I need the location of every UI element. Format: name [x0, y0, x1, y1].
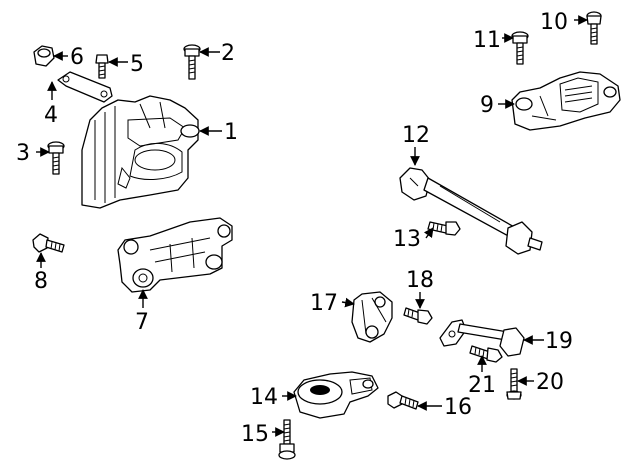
- callout-16[interactable]: 16: [444, 395, 472, 420]
- callout-21[interactable]: 21: [468, 373, 496, 398]
- part-9-transmission-mount[interactable]: [511, 71, 621, 131]
- part-12-torque-rod[interactable]: [399, 167, 543, 255]
- part-19-link-rod[interactable]: [439, 319, 525, 357]
- part-3-bolt[interactable]: [47, 141, 65, 175]
- part-6-nut[interactable]: [33, 45, 55, 67]
- callout-1[interactable]: 1: [224, 120, 238, 145]
- callout-9[interactable]: 9: [480, 93, 494, 118]
- callout-18[interactable]: 18: [406, 268, 434, 293]
- part-18-bolt[interactable]: [403, 307, 433, 325]
- part-10-bolt[interactable]: [586, 11, 602, 45]
- arrow-13: [423, 227, 434, 239]
- part-5-bolt[interactable]: [95, 54, 109, 79]
- arrow-17: [341, 297, 355, 308]
- part-14-lower-mount[interactable]: [293, 371, 379, 419]
- part-17-bracket[interactable]: [351, 291, 393, 343]
- callout-12[interactable]: 12: [402, 123, 430, 148]
- part-16-bolt[interactable]: [387, 391, 419, 410]
- callout-4[interactable]: 4: [44, 103, 58, 128]
- callout-2[interactable]: 2: [221, 41, 235, 66]
- callout-13[interactable]: 13: [393, 227, 421, 252]
- callout-10[interactable]: 10: [540, 10, 568, 35]
- callout-7[interactable]: 7: [135, 310, 149, 335]
- callout-labels: 1 2 3 4 5 6 7 8 9 10 11 12 13 14 15 16 1…: [16, 10, 573, 447]
- callout-20[interactable]: 20: [536, 370, 564, 395]
- part-15-bolt[interactable]: [278, 419, 296, 460]
- part-1-engine-mount[interactable]: [81, 95, 200, 209]
- part-4-bracket[interactable]: [57, 71, 113, 103]
- part-2-bolt[interactable]: [183, 44, 201, 80]
- callout-19[interactable]: 19: [545, 329, 573, 354]
- callout-6[interactable]: 6: [70, 45, 84, 70]
- callout-11[interactable]: 11: [473, 28, 501, 53]
- part-13-bolt[interactable]: [427, 221, 461, 236]
- callout-8[interactable]: 8: [34, 269, 48, 294]
- callout-15[interactable]: 15: [241, 422, 269, 447]
- part-7-bracket[interactable]: [117, 217, 233, 293]
- callout-17[interactable]: 17: [310, 291, 338, 316]
- part-20-bolt[interactable]: [506, 368, 522, 400]
- part-21-bolt[interactable]: [469, 345, 503, 363]
- part-8-bolt[interactable]: [32, 233, 65, 253]
- callout-5[interactable]: 5: [130, 52, 144, 77]
- part-11-bolt[interactable]: [511, 31, 529, 65]
- callout-14[interactable]: 14: [250, 385, 278, 410]
- callout-3[interactable]: 3: [16, 141, 30, 166]
- leader-arrows: [36, 15, 588, 437]
